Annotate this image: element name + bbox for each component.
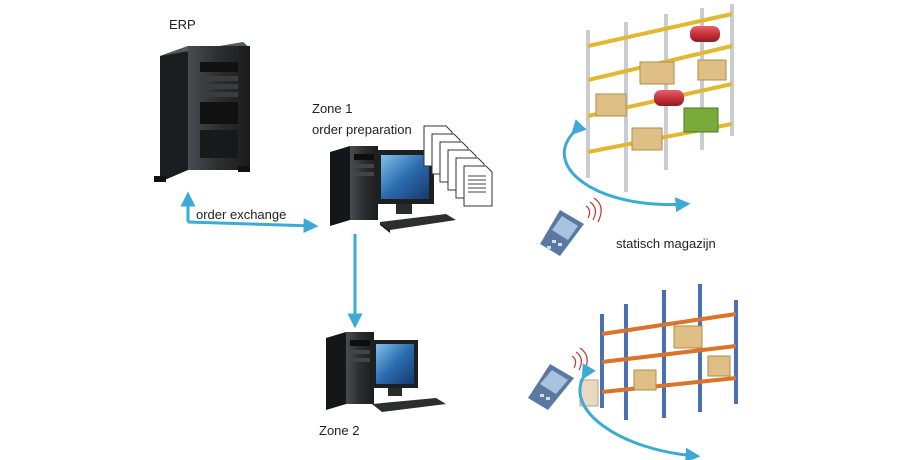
order-exchange-arrow xyxy=(180,191,319,234)
zone1-subtitle: order preparation xyxy=(312,122,412,137)
erp-label: ERP xyxy=(169,17,196,32)
zone2-label: Zone 2 xyxy=(319,423,360,438)
static-warehouse-cycle-arrow xyxy=(562,119,691,213)
zone1-label: Zone 1 order preparation xyxy=(312,98,412,140)
erp-server-icon xyxy=(154,42,250,182)
scanner-icon-bottom xyxy=(528,347,588,410)
scanner-icon-top xyxy=(540,197,602,256)
document-stack-icon xyxy=(423,125,493,207)
zone2-computer-icon xyxy=(326,332,446,412)
order-exchange-label: order exchange xyxy=(196,207,287,222)
static-warehouse-label: statisch magazijn xyxy=(616,236,716,251)
zone1-title: Zone 1 xyxy=(312,101,353,116)
static-warehouse-rack-icon xyxy=(586,4,734,192)
zone2-rack-icon xyxy=(579,284,738,420)
zone2-cycle-arrow xyxy=(578,363,701,460)
